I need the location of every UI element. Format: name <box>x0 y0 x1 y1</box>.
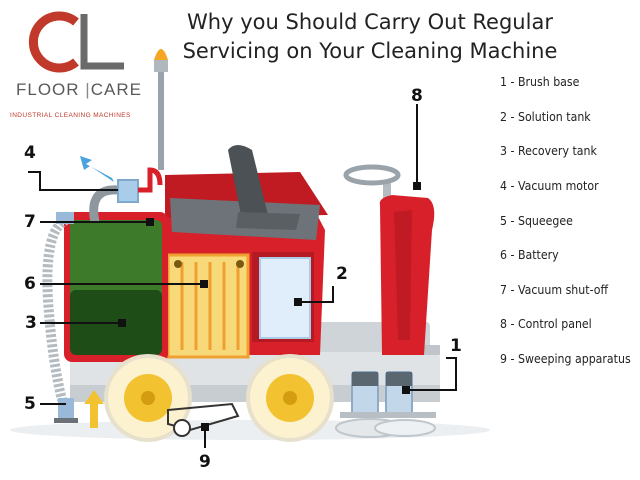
callout-number-6: 6 <box>24 274 36 294</box>
vacuum-motor <box>117 179 139 203</box>
squeegee-mount <box>58 398 74 418</box>
legend-item: 1 - Brush base <box>500 74 580 89</box>
vacuum-pipe <box>138 167 163 193</box>
legend-item: 9 - Sweeping apparatus <box>500 351 631 366</box>
legend-item: 5 - Squeegee <box>500 213 573 228</box>
company-logo: FLOOR |CARE INDUSTRIAL CLEANING MACHINES <box>6 4 144 134</box>
brush-disc <box>374 419 436 437</box>
seat-back <box>228 145 268 220</box>
callout-number-4: 4 <box>24 143 36 163</box>
callout-number-7: 7 <box>24 212 36 232</box>
beacon-pole <box>158 60 164 170</box>
squeegee-blade <box>54 418 78 423</box>
control-panel-highlight <box>394 210 412 340</box>
squeegee-hose <box>42 215 69 402</box>
callout-number-9: 9 <box>199 452 211 472</box>
legend-item: 7 - Vacuum shut-off <box>500 282 609 297</box>
beacon-base <box>154 60 168 72</box>
legend-item: 4 - Vacuum motor <box>500 178 599 193</box>
callout-number-3: 3 <box>25 313 37 333</box>
battery-terminal-icon <box>236 260 244 268</box>
callout-number-1: 1 <box>450 336 462 356</box>
callout-number-8: 8 <box>411 86 423 106</box>
page-title: Why you Should Carry Out Regular Servici… <box>150 8 590 66</box>
exhaust-arrow-icon <box>80 156 114 182</box>
logo-brand: FLOOR |CARE <box>16 80 142 99</box>
seat-cushion <box>236 212 300 230</box>
title-line-2: Servicing on Your Cleaning Machine <box>182 39 558 63</box>
sweeping-apparatus <box>167 402 240 432</box>
rear-step-edge <box>420 345 440 355</box>
steering-wheel-icon <box>343 164 401 186</box>
battery <box>166 253 250 359</box>
solution-tank <box>259 257 311 339</box>
legend-item: 3 - Recovery tank <box>500 143 597 158</box>
callout-leader-lines <box>28 104 457 448</box>
sweeper-roller-icon <box>173 419 191 437</box>
callout-number-5: 5 <box>24 394 36 414</box>
legend-item: 6 - Battery <box>500 247 559 262</box>
lift-arrow-icon <box>84 390 104 428</box>
title-line-1: Why you Should Carry Out Regular <box>187 10 553 34</box>
legend-item: 8 - Control panel <box>500 316 592 331</box>
legend-item: 2 - Solution tank <box>500 109 591 124</box>
steering-column <box>383 180 391 210</box>
beacon-light-icon <box>154 49 168 60</box>
battery-terminal-icon <box>174 260 182 268</box>
logo-tagline: INDUSTRIAL CLEANING MACHINES <box>10 112 131 119</box>
callout-number-2: 2 <box>336 264 348 284</box>
cl-monogram-icon <box>28 11 124 73</box>
